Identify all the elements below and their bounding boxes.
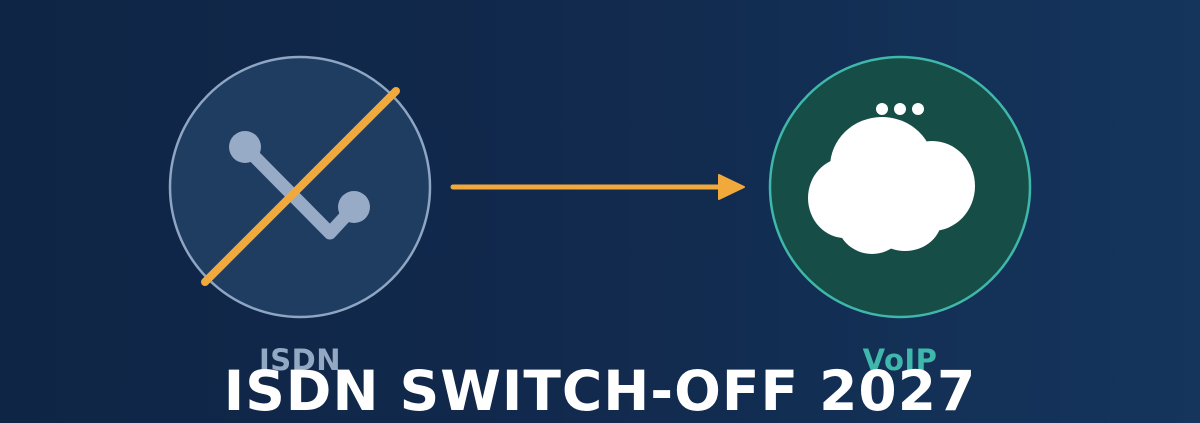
strike-through-line [201, 87, 400, 286]
headline: ISDN SWITCH-OFF 2027 [223, 359, 977, 423]
isdn-label: ISDN [258, 343, 342, 377]
cloud-icon [808, 117, 975, 254]
right-arrow-icon [450, 174, 745, 200]
isdn-node [168, 55, 432, 319]
ellipsis-dots-icon [876, 103, 924, 115]
phone-line-icon [229, 131, 370, 240]
voip-label: VoIP [862, 343, 938, 377]
voip-node [768, 55, 1032, 319]
